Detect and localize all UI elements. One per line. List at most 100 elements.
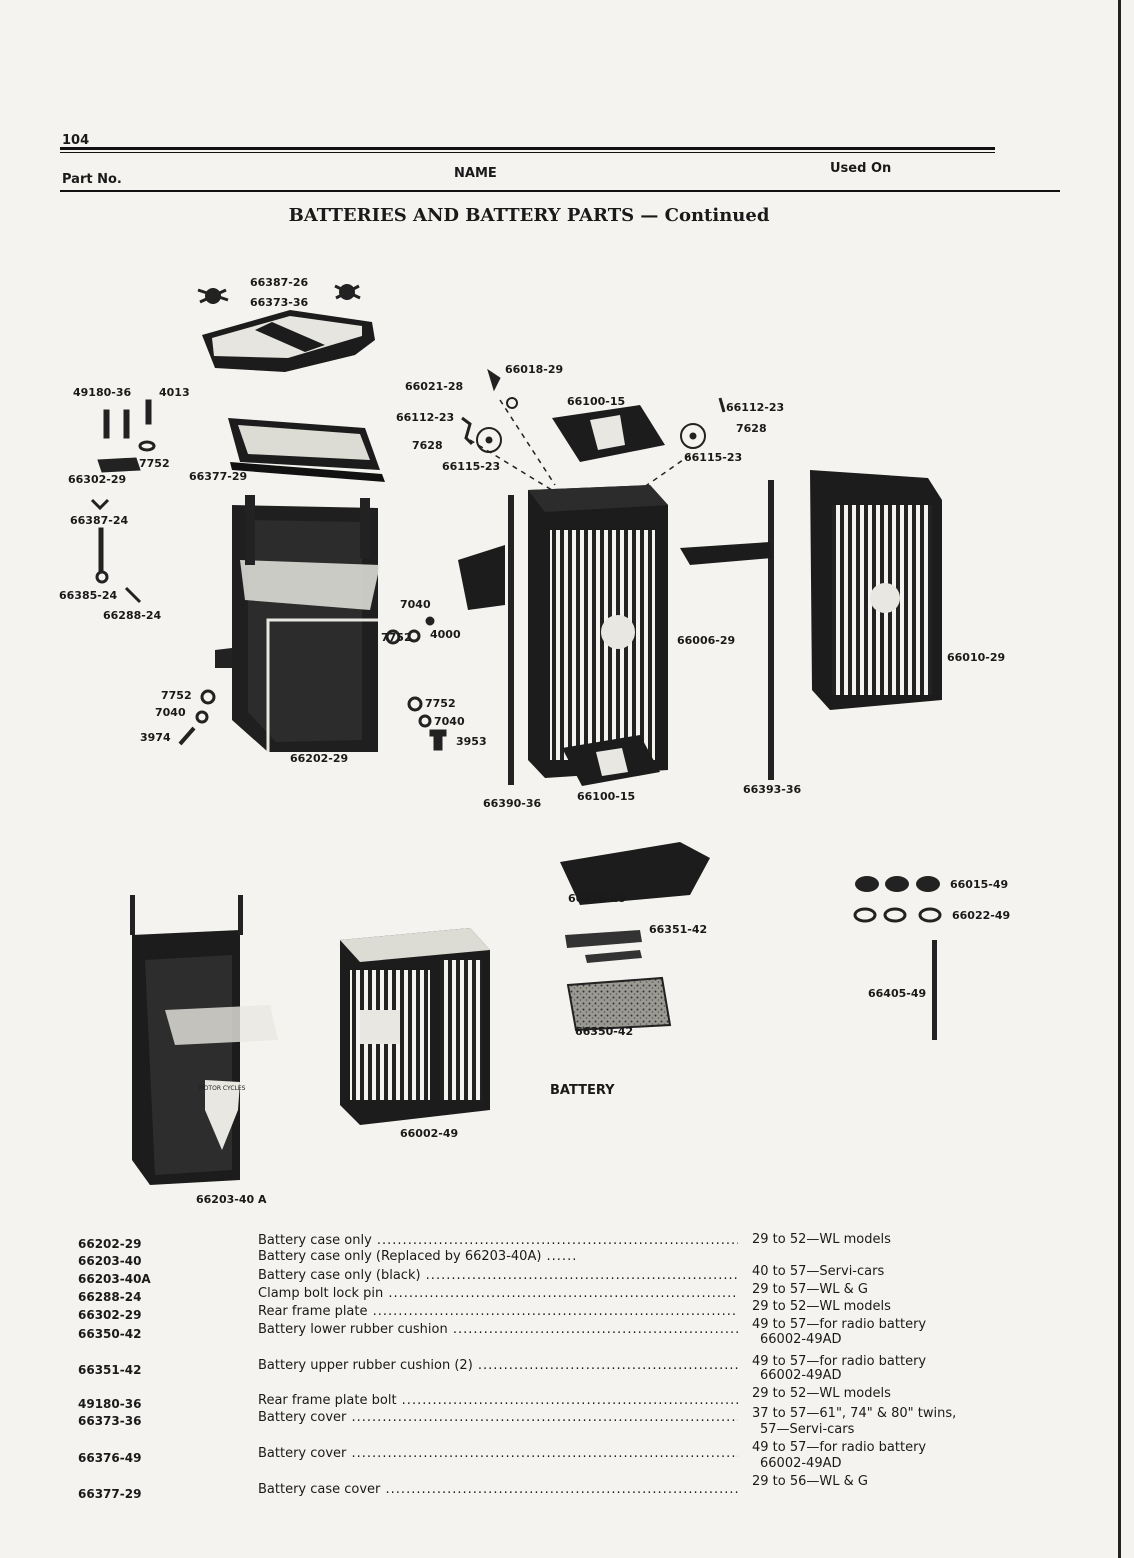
callout: 66100-15: [567, 395, 626, 408]
callout: 7752: [381, 631, 412, 644]
part-number: 66351-42: [78, 1363, 142, 1377]
callout: 7752: [139, 457, 170, 470]
callout: 7040: [400, 598, 431, 611]
callout: 66022-49: [952, 909, 1011, 922]
page-edge: [1118, 0, 1121, 1558]
callout: 66376-49: [568, 892, 627, 905]
header-rule-bottom: [60, 152, 995, 153]
callout: 66115-23: [442, 460, 501, 473]
case-cover-illustration: [228, 418, 385, 482]
used-on: 49 to 57—for radio battery: [752, 1317, 927, 1332]
used-on-cont: 57—Servi-cars: [760, 1422, 855, 1437]
case-decal-text: MOTOR CYCLES: [199, 1085, 246, 1092]
used-on: 49 to 57—for radio battery: [752, 1354, 927, 1369]
part-number: 66202-29: [78, 1237, 142, 1251]
battery-66006-29-illustration: [528, 485, 668, 778]
part-number: 66376-49: [78, 1451, 142, 1465]
used-on-cont: 66002-49AD: [760, 1332, 842, 1347]
header-rule-top: [60, 147, 995, 150]
callout: 66385-24: [59, 589, 118, 602]
part-name: Battery lower rubber cushion: [258, 1322, 738, 1337]
battery-case-illustration: [215, 495, 380, 752]
part-number: 66302-29: [78, 1308, 142, 1322]
part-number: 66377-29: [78, 1487, 142, 1501]
callout: 4013: [159, 386, 190, 399]
part-name: Rear frame plate: [258, 1304, 738, 1319]
callout: 66018-29: [505, 363, 564, 376]
part-name: Clamp bolt lock pin: [258, 1286, 738, 1301]
callout: 66377-29: [189, 470, 248, 483]
used-on: 29 to 52—WL models: [752, 1299, 891, 1314]
callout: 66015-49: [950, 878, 1009, 891]
section-title: BATTERIES AND BATTERY PARTS — Continued: [288, 205, 770, 226]
part-name: Battery case only (Replaced by 66203-40A…: [258, 1249, 578, 1264]
callout: 3974: [140, 731, 171, 744]
terminal-hardware: [461, 368, 726, 496]
callout: 66350-42: [575, 1025, 634, 1038]
cushion-plate-top: [552, 405, 665, 462]
hold-down-rod: [508, 495, 514, 785]
callout: 66115-23: [684, 451, 743, 464]
header-used-on: Used On: [830, 161, 892, 176]
callout: 66002-49: [400, 1127, 459, 1140]
callout: 66302-29: [68, 473, 127, 486]
callout: 66006-29: [677, 634, 736, 647]
list-item: 66351-42 Battery upper rubber cushion (2…: [0, 1354, 1134, 1396]
list-item: 66288-24 Clamp bolt lock pin 29 to 57—WL…: [0, 1282, 1134, 1306]
part-number: 66203-40A: [78, 1272, 151, 1286]
page-number: 104: [62, 133, 90, 148]
battery-66002-49-illustration: [340, 928, 490, 1125]
callout: 66203-40 A: [196, 1193, 267, 1206]
part-name: Battery upper rubber cushion (2): [258, 1358, 738, 1373]
part-number: 66350-42: [78, 1327, 142, 1341]
servi-car-case-illustration: MOTOR CYCLES: [130, 895, 278, 1185]
list-item: 66203-40 Battery case only (Replaced by …: [0, 1249, 1134, 1269]
list-item: 66373-36 Battery cover 37 to 57—61", 74"…: [0, 1406, 1134, 1448]
callout: 7752: [425, 697, 456, 710]
used-on: 29 to 52—WL models: [752, 1386, 891, 1401]
used-on: 29 to 52—WL models: [752, 1232, 891, 1247]
part-number: 49180-36: [78, 1397, 142, 1411]
callout: 66387-26: [250, 276, 309, 289]
list-item: 66377-29 Battery case cover 29 to 56—WL …: [0, 1474, 1134, 1502]
callout: 66390-36: [483, 797, 542, 810]
part-name: Battery case only: [258, 1233, 738, 1248]
callout: 66021-28: [405, 380, 464, 393]
battery-66010-29-illustration: [810, 470, 942, 710]
callout: 7040: [434, 715, 465, 728]
callout: 66351-42: [649, 923, 708, 936]
part-name: Battery case cover: [258, 1482, 738, 1497]
part-number: 66288-24: [78, 1290, 142, 1304]
hold-down-rod-2: [768, 480, 774, 780]
used-on: 40 to 57—Servi-cars: [752, 1264, 885, 1279]
callout: 3953: [456, 735, 487, 748]
header-rule-under: [60, 190, 1060, 192]
callout: 7040: [155, 706, 186, 719]
list-item: 49180-36 Rear frame plate bolt 29 to 52—…: [0, 1386, 1134, 1413]
used-on: 49 to 57—for radio battery: [752, 1440, 927, 1455]
battery-cover-illustration: [197, 284, 375, 372]
list-item: 66203-40A Battery case only (black) 40 t…: [0, 1264, 1134, 1288]
list-item: 66376-49 Battery cover 49 to 57—for radi…: [0, 1440, 1134, 1484]
callout: 66405-49: [868, 987, 927, 1000]
caps-and-washers: [853, 876, 942, 1040]
battery-label: BATTERY: [550, 1083, 615, 1098]
small-hardware: [90, 399, 447, 751]
callout: 66112-23: [726, 401, 785, 414]
callout: 49180-36: [73, 386, 132, 399]
part-name: Battery cover: [258, 1446, 738, 1461]
callout: 66100-15: [577, 790, 636, 803]
list-item: 66302-29 Rear frame plate 29 to 52—WL mo…: [0, 1299, 1134, 1324]
callout: 4000: [430, 628, 461, 641]
list-item: 66202-29 Battery case only 29 to 52—WL m…: [0, 1231, 1134, 1251]
part-number: 66203-40: [78, 1254, 142, 1268]
cushion-66351-42-illustration: [565, 930, 642, 948]
callout: 7752: [161, 689, 192, 702]
list-item: 66350-42 Battery lower rubber cushion 49…: [0, 1317, 1134, 1360]
callout: 66387-24: [70, 514, 129, 527]
callout: 7628: [412, 439, 443, 452]
part-name: Battery cover: [258, 1410, 738, 1425]
used-on-cont: 66002-49AD: [760, 1456, 842, 1471]
